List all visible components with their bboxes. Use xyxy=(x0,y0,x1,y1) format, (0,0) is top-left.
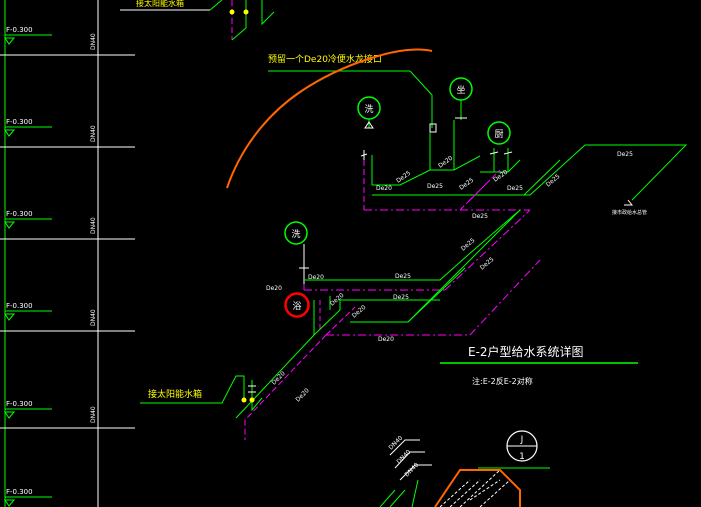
detail-ref-bottom: 1 xyxy=(519,452,525,462)
level-label: F-0.300 xyxy=(6,118,33,126)
detail-ref-top: J xyxy=(520,435,524,445)
revision-mark xyxy=(226,48,433,189)
level-label: F-0.300 xyxy=(6,302,33,310)
pipe-label: De20 xyxy=(378,336,394,343)
fixture-toilet: 坐 xyxy=(449,77,473,120)
svg-text:洗: 洗 xyxy=(364,103,373,115)
pipe-label: De20 xyxy=(294,387,310,403)
svg-text:坐: 坐 xyxy=(456,85,465,96)
pipe-label: De20 xyxy=(308,274,324,281)
pipe-label: De20 xyxy=(270,370,286,386)
pipe-label: De25 xyxy=(617,151,633,158)
fixture-washbasin-lower: 洗 xyxy=(284,221,308,245)
level-row-2: F-0.300 DN40 xyxy=(0,118,135,148)
svg-text:厨: 厨 xyxy=(494,129,503,140)
pipe-label: De20 xyxy=(351,304,368,320)
pipe-label: De25 xyxy=(507,185,523,192)
pipe-label: De20 xyxy=(376,185,392,192)
pipe-label: De20 xyxy=(492,169,509,184)
solar-tank-note: 接太阳能水箱 xyxy=(148,388,202,400)
fixture-kitchen: 厨 xyxy=(487,121,511,145)
title-block: E-2户型给水系统详图 注:E-2反E-2对称 xyxy=(440,344,638,386)
pipe-labels: De25 De20 De25 De25 De20 De25 De20 De25 … xyxy=(266,151,633,403)
level-tag: DN40 xyxy=(90,217,97,234)
level-row-4: F-0.300 DN40 xyxy=(0,302,135,332)
level-label: F-0.300 xyxy=(6,400,33,408)
pipe-label: De20 xyxy=(437,155,454,170)
riser-tag: DN40 xyxy=(395,448,412,465)
riser-bundle: DN40 DN40 DN40 xyxy=(379,434,521,507)
pipe-label: De25 xyxy=(395,170,412,185)
riser-tag: DN40 xyxy=(403,461,420,478)
upper-system: 预留一个De20冷便水龙接口 洗 坐 厨 xyxy=(268,53,688,216)
level-row-3: F-0.300 DN40 xyxy=(0,210,135,240)
detail-reference: J 1 xyxy=(478,430,550,469)
level-tag: DN40 xyxy=(90,309,97,326)
lower-system: 洗 浴 接太阳能水箱 接太阳能水箱 xyxy=(136,0,541,440)
pipe-label: De25 xyxy=(427,183,443,190)
reserve-note: 预留一个De20冷便水龙接口 xyxy=(268,53,382,65)
pipe-label: De25 xyxy=(472,213,488,220)
pipe-label: De25 xyxy=(458,177,475,192)
level-row-5: F-0.300 DN40 xyxy=(0,400,135,429)
fixture-shower: 浴 xyxy=(285,293,309,317)
top-stub xyxy=(120,0,275,41)
drawing-title: E-2户型给水系统详图 xyxy=(468,344,584,359)
municipal-note: 接市政给水总管 xyxy=(612,209,647,216)
pipe-label: De25 xyxy=(479,256,496,272)
level-label: F-0.300 xyxy=(6,488,33,496)
solar-tank-note-top: 接太阳能水箱 xyxy=(136,0,184,8)
pipe-label: De25 xyxy=(395,273,411,280)
drawing-subtitle: 注:E-2反E-2对称 xyxy=(472,376,533,386)
level-label: F-0.300 xyxy=(6,26,33,34)
svg-text:浴: 浴 xyxy=(292,301,301,312)
highlight-circle xyxy=(284,292,310,318)
level-tag: DN40 xyxy=(90,33,97,50)
svg-text:洗: 洗 xyxy=(291,228,300,240)
level-row-6: F-0.300 xyxy=(4,488,52,507)
level-tag: DN40 xyxy=(90,406,97,423)
level-label: F-0.300 xyxy=(6,210,33,218)
fixture-washbasin: 洗 xyxy=(357,96,381,129)
level-row-1: F-0.300 DN40 xyxy=(0,26,135,56)
pipe-label: De25 xyxy=(545,173,562,189)
level-tag: DN40 xyxy=(90,125,97,142)
level-column xyxy=(4,0,99,507)
pipe-label: De25 xyxy=(393,294,409,301)
pipe-label: De20 xyxy=(266,285,282,292)
